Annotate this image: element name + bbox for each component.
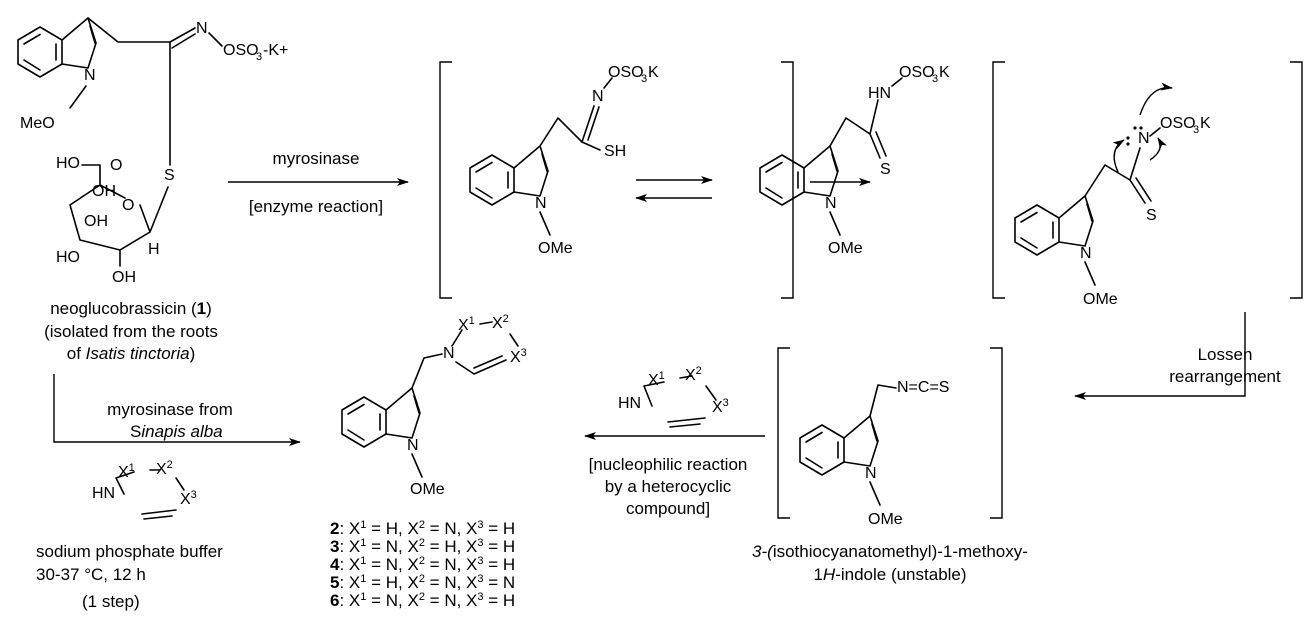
atom-k: K (1200, 115, 1211, 132)
direct-temp: 30-37 °C, 12 h (36, 565, 146, 584)
step1-reagent: myrosinase (273, 149, 360, 168)
heterocycle-reagent: X1 X2 X3 HN (618, 365, 729, 428)
product-list: 2: X1 = H, X2 = N, X3 = H3: X1 = N, X2 =… (330, 519, 515, 610)
atom-osk: OSO (1160, 115, 1196, 132)
atom-oh: OH (92, 183, 116, 200)
isothiocyanate-structure: N N=C=S OMe (799, 379, 949, 528)
atom-x: X3 (712, 397, 729, 416)
nucleophilic-label-1: [nucleophilic reaction (589, 455, 748, 474)
atom-k: K (939, 64, 950, 81)
bracket2-right (1290, 61, 1303, 299)
atom-ome: OMe (538, 240, 573, 257)
atom-osk: OSO (899, 64, 935, 81)
atom-x: X1 (648, 370, 665, 389)
atom-ncs: N=C=S (897, 379, 949, 396)
atom-n: N (865, 465, 877, 482)
nucleophilic-label-2: by a heterocyclic (605, 477, 732, 496)
product-line-6: 6: X1 = N, X2 = N, X3 = H (330, 591, 515, 610)
nucleophilic-label-3: compound] (626, 499, 710, 518)
compound1-source: (isolated from the roots (44, 322, 218, 341)
atom-ome: OMe (868, 511, 903, 528)
atom-n: N (1080, 245, 1092, 262)
lossen-label-1: Lossen (1198, 345, 1253, 364)
atom-s: S (880, 161, 891, 178)
lossen-arrow (1074, 312, 1246, 400)
lossen-label-2: rearrangement (1169, 367, 1281, 386)
atom-hn: HN (92, 485, 115, 502)
atom-x: X1 (458, 315, 475, 334)
atom-n: N (1138, 130, 1150, 147)
neoglucobrassicin-structure: N N OSO 3 -K+ S MeO O HO O OH OH HO H OH (17, 17, 288, 286)
atom-ome: OMe (410, 481, 445, 498)
compound1-name: neoglucobrassicin (1) (50, 299, 212, 318)
direct-heterocycle-reagent: X1 X2 X3 HN (92, 459, 197, 520)
product-line-3: 3: X1 = N, X2 = H, X3 = H (330, 537, 515, 556)
atom-s: S (1146, 207, 1157, 224)
direct-buffer: sodium phosphate buffer (36, 542, 223, 561)
sub-3: 3 (641, 73, 647, 85)
bracket-left (439, 61, 452, 299)
atom-ho: HO (56, 249, 80, 266)
step1-condition: [enzyme reaction] (249, 197, 383, 216)
compound1-source-species: of Isatis tinctoria) (67, 344, 196, 363)
atom-x: X3 (510, 347, 527, 366)
atom-n: N (196, 20, 208, 37)
atom-x: X2 (156, 459, 173, 478)
atom-hn: HN (618, 395, 641, 412)
atom-k: K (648, 64, 659, 81)
atom-n: N (592, 88, 604, 105)
atom-x: X2 (685, 365, 702, 384)
atom-hn: HN (868, 85, 891, 102)
atom-n: N (84, 67, 96, 84)
anion-structure: N S N OSO 3 K OMe (1014, 82, 1211, 308)
direct-steps: (1 step) (82, 592, 140, 611)
atom-n: N (825, 195, 837, 212)
product-line-4: 4: X1 = N, X2 = N, X3 = H (330, 555, 515, 574)
atom-s: S (164, 167, 175, 184)
product-line-2: 2: X1 = H, X2 = N, X3 = H (330, 519, 515, 538)
direct-reagent-1: myrosinase from (107, 400, 233, 419)
atom-osk: OSO (608, 64, 644, 81)
product-structure: N N X1 X2 X3 OMe (341, 313, 527, 498)
atom-ome: OMe (828, 240, 863, 257)
atom-oh: OH (84, 213, 108, 230)
bracket2-left (992, 61, 1005, 299)
atom-ho: HO (56, 155, 80, 172)
thiohydroximate-structure: N SH N OSO 3 K OMe (469, 64, 659, 257)
atom-x: X3 (180, 489, 197, 508)
atom-x: X1 (118, 462, 135, 481)
sub-3: 3 (256, 51, 262, 63)
isothiocyanate-name-1: 3-(isothiocyanatomethyl)-1-methoxy- (752, 542, 1028, 561)
sub-3: 3 (1193, 124, 1199, 136)
atom-o: O (110, 157, 122, 174)
sub-3: 3 (932, 73, 938, 85)
atom-h: H (148, 241, 160, 258)
bracket3-left (777, 347, 790, 519)
atom-n: N (407, 437, 419, 454)
product-line-5: 5: X1 = H, X2 = N, X3 = N (330, 573, 515, 592)
direct-route-arrow (53, 374, 301, 446)
atom-n: N (535, 195, 547, 212)
atom-sh: SH (604, 143, 626, 160)
bracket3-right (990, 347, 1003, 519)
atom-n: N (443, 345, 455, 362)
isothiocyanate-name-2: 1H-indole (unstable) (813, 565, 966, 584)
direct-reagent-2: Sinapis alba (130, 422, 223, 441)
atom-oh: OH (112, 269, 136, 286)
thiohydroxamic-structure: N S HN OSO 3 K OMe (759, 64, 950, 257)
atom-k: -K+ (263, 42, 288, 59)
atom-x: X2 (492, 313, 509, 332)
atom-meo: MeO (20, 115, 55, 132)
atom-o: O (122, 197, 134, 214)
atom-osk: OSO (223, 42, 259, 59)
bracket-right (781, 61, 794, 299)
atom-ome: OMe (1083, 291, 1118, 308)
